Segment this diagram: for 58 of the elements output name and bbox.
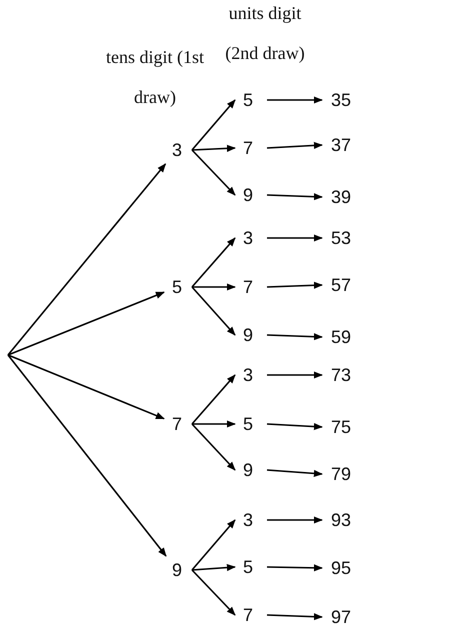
arrow [191,374,236,425]
digit-label: 93 [330,510,352,530]
digit-label: 9 [242,460,253,480]
arrow [266,193,323,200]
arrow [267,234,323,242]
digit-label: 57 [330,274,352,296]
digit-label: 3 [242,510,253,530]
arrow [191,286,236,336]
digit-label: 79 [330,464,352,484]
column-heading: tens digit (1st draw) [105,46,205,109]
digit-label: 9 [172,560,182,580]
digit-label: 7 [242,604,253,626]
digit-label: 59 [330,326,352,348]
digit-label: 5 [242,90,253,110]
arrow [7,163,166,356]
arrow [266,564,323,572]
arrow [191,149,236,196]
arrow [7,354,167,557]
arrow [191,99,236,151]
digit-label: 53 [330,228,352,248]
arrow [8,354,165,420]
arrow [266,282,323,289]
arrow [191,423,236,471]
arrow [192,420,236,428]
arrow [192,144,236,152]
arrow [266,613,323,620]
arrow [266,422,323,430]
digit-label: 7 [242,276,253,298]
arrow [192,283,236,291]
arrow [267,371,323,379]
arrow [267,96,323,104]
digit-label: 5 [242,556,253,578]
digit-label: 37 [330,134,352,156]
arrow [191,569,236,616]
digit-label: 75 [330,416,352,438]
digit-label: 5 [242,414,253,434]
digit-label: 7 [242,138,253,158]
digit-label: 5 [172,276,182,298]
digit-label: 9 [242,324,253,346]
arrow [192,564,236,572]
digit-label: 73 [330,364,352,386]
digit-label: 35 [330,90,352,110]
digit-label: 7 [172,414,182,434]
digit-label: 95 [330,558,352,578]
arrow [266,142,323,150]
arrow [191,237,236,288]
digit-label: 3 [242,364,253,386]
digit-label: 39 [330,186,352,208]
digit-label: 3 [242,228,253,248]
arrow [266,469,323,477]
arrow [267,516,323,524]
digit-label: 3 [172,140,182,160]
arrow [266,333,323,340]
arrow [8,291,165,356]
arrow [191,519,236,571]
digit-label: 97 [330,606,352,628]
column-heading: units digit (2nd draw) [224,2,306,65]
digit-label: 9 [242,184,253,206]
